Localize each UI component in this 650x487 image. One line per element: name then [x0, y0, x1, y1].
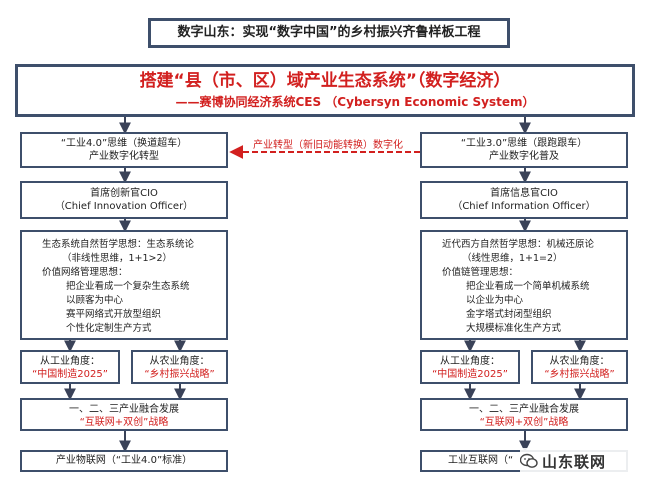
left-agri-box: 从农业角度： “乡村振兴战略” [131, 350, 228, 384]
main-line-2: ——赛博协同经济系统CES （Cybersyn Economic System） [175, 95, 535, 109]
left-officer-sub: （Chief Innovation Officer） [54, 201, 194, 212]
left-industry-value: “中国制造2025” [32, 369, 108, 380]
left-philosophy-line-2: （非线性思维，1+1>2） [62, 253, 173, 264]
right-thinking-box: “工业3.0”思维（跟跑跟车） 产业数字化普及 [420, 132, 628, 168]
left-industry-title: 从工业角度： [40, 356, 100, 367]
left-philosophy-line-6: 赛平网络式开放型组织 [66, 309, 162, 320]
right-philosophy-line-7: 大规模标准化生产方式 [466, 323, 562, 334]
right-industry-title: 从工业角度： [440, 356, 500, 367]
left-integration-value: “互联网+双创”战略 [79, 417, 169, 428]
right-philosophy-line-5: 以企业为中心 [466, 295, 524, 306]
left-thinking-title: “工业4.0”思维（换道超车） [60, 138, 188, 149]
title-box: 数字山东：实现“数字中国”的乡村振兴齐鲁样板工程 [148, 18, 510, 48]
right-industry-value: “中国制造2025” [432, 369, 508, 380]
right-philosophy-line-3: 价值链管理思想： [442, 267, 519, 278]
left-thinking-box: “工业4.0”思维（换道超车） 产业数字化转型 [20, 132, 228, 168]
left-philosophy-line-7: 个性化定制生产方式 [66, 323, 152, 334]
left-philosophy-line-4: 把企业看成一个复杂生态系统 [66, 281, 190, 292]
right-officer-title: 首席信息官CIO [490, 188, 558, 199]
right-industry-box: 从工业角度： “中国制造2025” [420, 350, 520, 384]
left-officer-box: 首席创新官CIO （Chief Innovation Officer） [20, 181, 228, 219]
left-integration-title: 一、二、三产业融合发展 [69, 404, 179, 415]
left-philosophy-box: 生态系统自然哲学思想：生态系统论 （非线性思维，1+1>2） 价值网络管理思想：… [20, 230, 228, 340]
right-officer-box: 首席信息官CIO （Chief Information Officer） [420, 181, 628, 219]
left-agri-value: “乡村振兴战略” [144, 369, 215, 380]
transition-label: 产业转型（新旧动能转换）数字化 [238, 136, 418, 151]
left-integration-box: 一、二、三产业融合发展 “互联网+双创”战略 [20, 398, 228, 431]
right-final-text: 工业互联网（“ [448, 455, 514, 466]
main-box: 搭建“县（市、区）域产业生态系统”（数字经济） ——赛博协同经济系统CES （C… [15, 64, 635, 117]
left-final-text: 产业物联网（“工业4.0”标准） [55, 455, 193, 466]
right-agri-box: 从农业角度： “乡村振兴战略” [531, 350, 628, 384]
left-officer-title: 首席创新官CIO [90, 188, 158, 199]
right-integration-box: 一、二、三产业融合发展 “互联网+双创”战略 [420, 398, 628, 431]
right-officer-sub: （Chief Information Officer） [452, 201, 596, 212]
title-text: 数字山东：实现“数字中国”的乡村振兴齐鲁样板工程 [177, 25, 481, 40]
right-integration-value: “互联网+双创”战略 [479, 417, 569, 428]
left-thinking-sub: 产业数字化转型 [89, 151, 159, 162]
transition-label-text: 产业转型（新旧动能转换）数字化 [253, 140, 403, 151]
left-philosophy-line-3: 价值网络管理思想： [42, 267, 128, 278]
watermark: 山东联网 [519, 448, 632, 474]
right-philosophy-line-6: 金字塔式封闭型组织 [466, 309, 552, 320]
left-final-box: 产业物联网（“工业4.0”标准） [20, 450, 228, 472]
right-agri-title: 从农业角度： [549, 356, 610, 367]
right-philosophy-box: 近代西方自然哲学思想：机械还原论 （线性思维，1+1=2） 价值链管理思想： 把… [420, 230, 628, 340]
right-agri-value: “乡村振兴战略” [544, 369, 615, 380]
right-philosophy-line-1: 近代西方自然哲学思想：机械还原论 [442, 239, 595, 250]
left-industry-box: 从工业角度： “中国制造2025” [20, 350, 120, 384]
right-integration-title: 一、二、三产业融合发展 [469, 404, 579, 415]
main-line-1: 搭建“县（市、区）域产业生态系统”（数字经济） [139, 71, 511, 91]
right-philosophy-line-4: 把企业看成一个简单机械系统 [466, 281, 590, 292]
right-thinking-sub: 产业数字化普及 [489, 151, 559, 162]
watermark-text: 山东联网 [542, 452, 607, 471]
left-agri-title: 从农业角度： [149, 356, 210, 367]
wechat-icon [519, 453, 538, 469]
left-philosophy-line-5: 以顾客为中心 [66, 295, 124, 306]
right-philosophy-line-2: （线性思维，1+1=2） [462, 253, 563, 264]
left-philosophy-line-1: 生态系统自然哲学思想：生态系统论 [42, 239, 195, 250]
right-thinking-title: “工业3.0”思维（跟跑跟车） [460, 138, 588, 149]
